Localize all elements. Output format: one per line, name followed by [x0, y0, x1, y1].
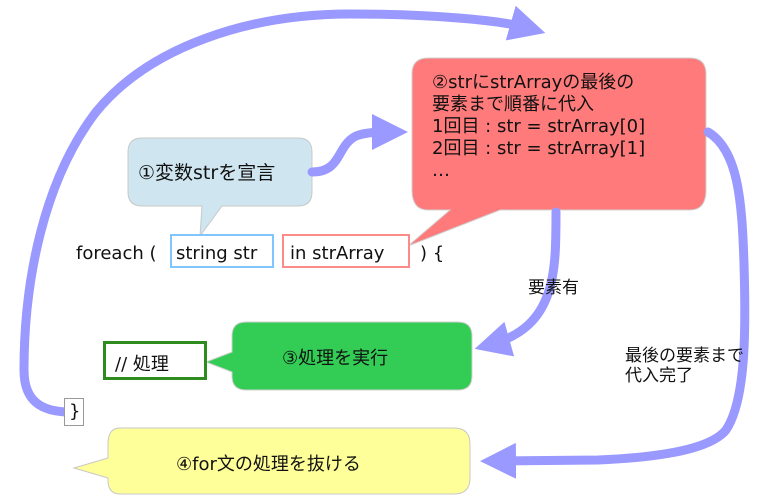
arrow-assign-to-execute: [474, 207, 561, 357]
has-element-label: 要素有: [528, 278, 579, 298]
done-label-line-1: 最後の要素まで: [625, 346, 744, 366]
comment-text: // 処理: [115, 354, 169, 375]
source-text: in strArray: [290, 243, 385, 264]
arrow-declare-to-assign: [307, 114, 408, 177]
assign-line-5: …: [432, 160, 450, 181]
assign-line-4: 2回目 : str = strArray[1]: [432, 138, 646, 159]
execute-callout-text: ③処理を実行: [282, 348, 389, 369]
arrow-assign-to-exit: [480, 127, 750, 479]
assign-callout-shape: [407, 57, 707, 247]
assign-callout-text: ②strにstrArrayの最後の 要素まで順番に代入 1回目 : str = …: [432, 72, 645, 182]
assign-line-3: 1回目 : str = strArray[0]: [432, 116, 646, 137]
done-label: 最後の要素まで 代入完了: [625, 346, 744, 386]
close-brace-box: [64, 398, 84, 426]
closing-paren-brace: ) {: [420, 243, 445, 264]
done-label-line-2: 代入完了: [625, 366, 693, 386]
close-brace-text: }: [69, 401, 81, 422]
exit-callout-shape: [72, 427, 471, 495]
declare-callout-text: ①変数strを宣言: [138, 162, 276, 184]
assign-line-1: ②strにstrArrayの最後の: [432, 72, 635, 93]
decl-text: string str: [176, 243, 258, 264]
source-box: [282, 234, 410, 268]
decl-box: [170, 234, 274, 268]
declare-callout-shape: [127, 137, 313, 238]
exit-callout-text: ④for文の処理を抜ける: [176, 454, 361, 475]
execute-callout-shape: [204, 321, 473, 391]
comment-box: [103, 341, 207, 380]
foreach-keyword: foreach (: [76, 243, 157, 264]
assign-line-2: 要素まで順番に代入: [432, 94, 594, 115]
arrow-loop-back: [19, 5, 546, 417]
